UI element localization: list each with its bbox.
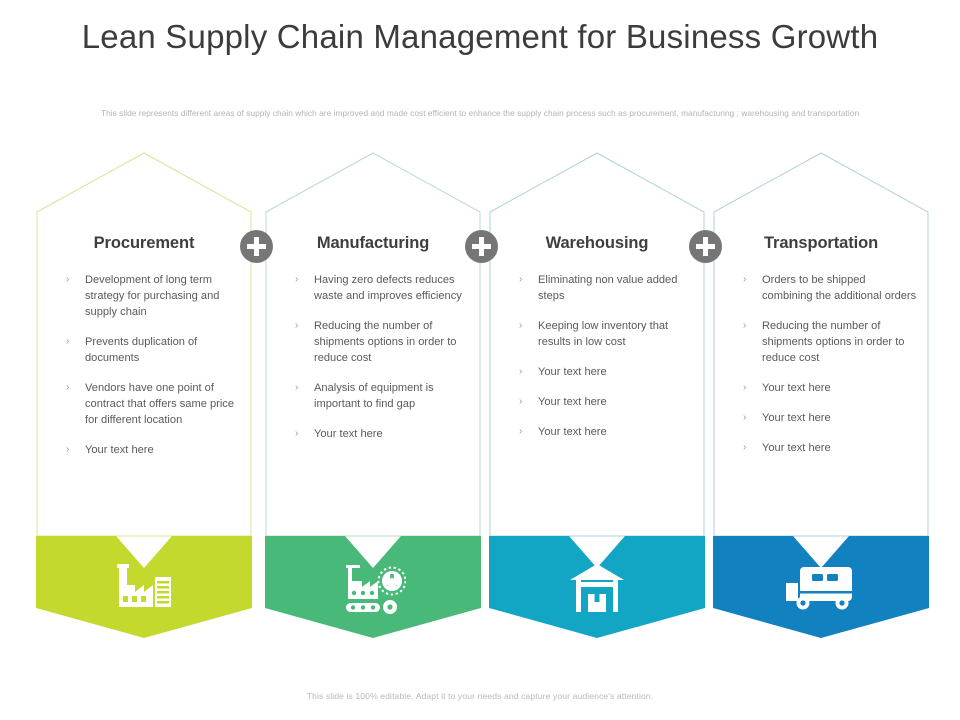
column-title: Warehousing [545, 234, 649, 252]
list-item: › Your text here [517, 394, 695, 410]
arrow-banner[interactable] [265, 536, 481, 638]
list-item-text: Your text here [538, 396, 607, 408]
card-outline [265, 152, 481, 537]
column-warehousing[interactable]: Warehousing › Eliminating non value adde… [489, 152, 705, 652]
chevron-right-icon: › [66, 274, 70, 285]
plus-connector-2 [465, 230, 498, 263]
chevron-right-icon: › [743, 442, 747, 453]
footer-note: This slide is 100% editable. Adapt it to… [306, 691, 654, 701]
list-item-text: Prevents duplication of documents [85, 336, 198, 364]
slide-subtitle: This slide represents different areas of… [100, 108, 860, 118]
list-item-text: Eliminating non value added steps [538, 274, 678, 302]
plus-connector-1 [240, 230, 273, 263]
list-item-text: Vendors have one point of contract that … [85, 382, 235, 426]
chevron-right-icon: › [743, 274, 747, 285]
arrow-banner[interactable] [713, 536, 929, 638]
list-item-text: Having zero defects reduces waste and im… [314, 274, 462, 302]
chevron-right-icon: › [743, 382, 747, 393]
list-item: › Keeping low inventory that results in … [517, 318, 695, 350]
chevron-right-icon: › [519, 320, 523, 331]
bullet-list: › Orders to be shipped combining the add… [741, 272, 919, 470]
chevron-right-icon: › [519, 426, 523, 437]
arrow-banner-shape [265, 536, 481, 638]
chevron-right-icon: › [295, 382, 299, 393]
bullet-list: › Development of long term strategy for … [64, 272, 242, 472]
list-item: › Your text here [293, 426, 471, 442]
pentagon-outline-shape [713, 152, 929, 537]
list-item-text: Your text here [762, 442, 831, 454]
list-item: › Prevents duplication of documents [64, 334, 242, 366]
chevron-right-icon: › [66, 444, 70, 455]
list-item: › Your text here [64, 442, 242, 458]
list-item-text: Your text here [538, 426, 607, 438]
chevron-right-icon: › [519, 274, 523, 285]
arrow-banner[interactable] [489, 536, 705, 638]
list-item-text: Your text here [314, 428, 383, 440]
column-manufacturing[interactable]: Manufacturing › Having zero defects redu… [265, 152, 481, 652]
pentagon-outline-shape [265, 152, 481, 537]
list-item: › Your text here [517, 424, 695, 440]
column-procurement[interactable]: Procurement › Development of long term s… [36, 152, 252, 652]
list-item: › Your text here [741, 380, 919, 396]
list-item: › Your text here [741, 440, 919, 456]
list-item-text: Your text here [762, 412, 831, 424]
list-item-text: Your text here [538, 366, 607, 378]
list-item-text: Analysis of equipment is important to fi… [314, 382, 434, 410]
column-title: Transportation [763, 234, 879, 252]
list-item-text: Development of long term strategy for pu… [85, 274, 220, 318]
card-outline [713, 152, 929, 537]
pentagon-outline-shape [36, 152, 252, 537]
pentagon-outline-shape [489, 152, 705, 537]
card-outline [489, 152, 705, 537]
chevron-right-icon: › [66, 336, 70, 347]
chevron-right-icon: › [295, 274, 299, 285]
list-item-text: Reducing the number of shipments options… [314, 320, 457, 364]
chevron-right-icon: › [66, 382, 70, 393]
column-title: Procurement [93, 234, 195, 252]
plus-connector-3 [689, 230, 722, 263]
column-title: Manufacturing [316, 234, 430, 252]
column-transportation[interactable]: Transportation › Orders to be shipped co… [713, 152, 929, 652]
arrow-banner-shape [713, 536, 929, 638]
list-item: › Orders to be shipped combining the add… [741, 272, 919, 304]
list-item: › Reducing the number of shipments optio… [741, 318, 919, 366]
chevron-right-icon: › [295, 428, 299, 439]
list-item-text: Your text here [85, 444, 154, 456]
bullet-list: › Eliminating non value added steps › Ke… [517, 272, 695, 454]
bullet-list: › Having zero defects reduces waste and … [293, 272, 471, 456]
page-title: Lean Supply Chain Management for Busines… [81, 18, 879, 55]
list-item: › Having zero defects reduces waste and … [293, 272, 471, 304]
list-item-text: Reducing the number of shipments options… [762, 320, 905, 364]
list-item-text: Orders to be shipped combining the addit… [762, 274, 917, 302]
list-item-text: Your text here [762, 382, 831, 394]
list-item: › Your text here [741, 410, 919, 426]
list-item: › Your text here [517, 364, 695, 380]
arrow-banner-shape [489, 536, 705, 638]
chevron-right-icon: › [295, 320, 299, 331]
chevron-right-icon: › [519, 396, 523, 407]
list-item-text: Keeping low inventory that results in lo… [538, 320, 669, 348]
chevron-right-icon: › [519, 366, 523, 377]
chevron-right-icon: › [743, 412, 747, 423]
list-item: › Eliminating non value added steps [517, 272, 695, 304]
card-outline [36, 152, 252, 537]
list-item: › Analysis of equipment is important to … [293, 380, 471, 412]
arrow-banner[interactable] [36, 536, 252, 638]
list-item: › Vendors have one point of contract tha… [64, 380, 242, 428]
list-item: › Reducing the number of shipments optio… [293, 318, 471, 366]
list-item: › Development of long term strategy for … [64, 272, 242, 320]
arrow-banner-shape [36, 536, 252, 638]
chevron-right-icon: › [743, 320, 747, 331]
